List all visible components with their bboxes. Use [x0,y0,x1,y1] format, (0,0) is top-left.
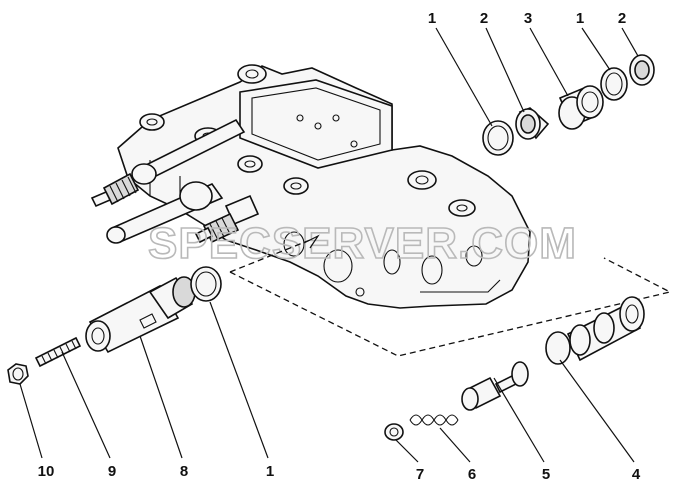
bore1-threaded-plug [90,172,140,208]
plug-cup-top-2a [515,107,550,140]
nut-10 [7,363,29,385]
threaded-stud-9 [34,336,82,368]
leader-lines [19,27,639,463]
callout-bottom-7: 7 [416,466,424,483]
assembly-dashed-outline [229,234,672,357]
callout-bottom-6: 6 [468,466,476,483]
valve-cartridge-8 [85,276,196,354]
spring-seat-7 [384,423,404,441]
sleeve-top-3 [558,85,604,130]
callout-top-2b: 2 [618,10,626,27]
spool-assembly-4 [545,296,645,365]
bore2-threaded-plug [194,194,260,244]
seal-ring-top-1a [482,120,514,156]
seal-ring-bottom-1 [190,266,222,302]
spring-6 [409,414,459,426]
seal-ring-top-1b [600,67,628,101]
callout-numbers: 1 2 3 1 2 10 9 8 1 7 6 5 4 [38,10,641,483]
callout-top-2a: 2 [480,10,488,27]
callout-top-1b: 1 [576,10,584,27]
plug-cup-top-2b [629,54,655,86]
valve-body-housing [90,64,531,309]
callout-bottom-8: 8 [180,463,188,480]
callout-bottom-9: 9 [108,463,116,480]
callout-bottom-5: 5 [542,466,550,483]
callout-bottom-4: 4 [632,466,641,483]
callout-bottom-1: 1 [266,463,274,480]
watermark-text: SPECSERVER.COM [148,219,577,268]
callout-bottom-10: 10 [38,463,55,480]
callout-top-3: 3 [524,10,532,27]
spool-5 [461,361,529,411]
callout-top-1a: 1 [428,10,436,27]
